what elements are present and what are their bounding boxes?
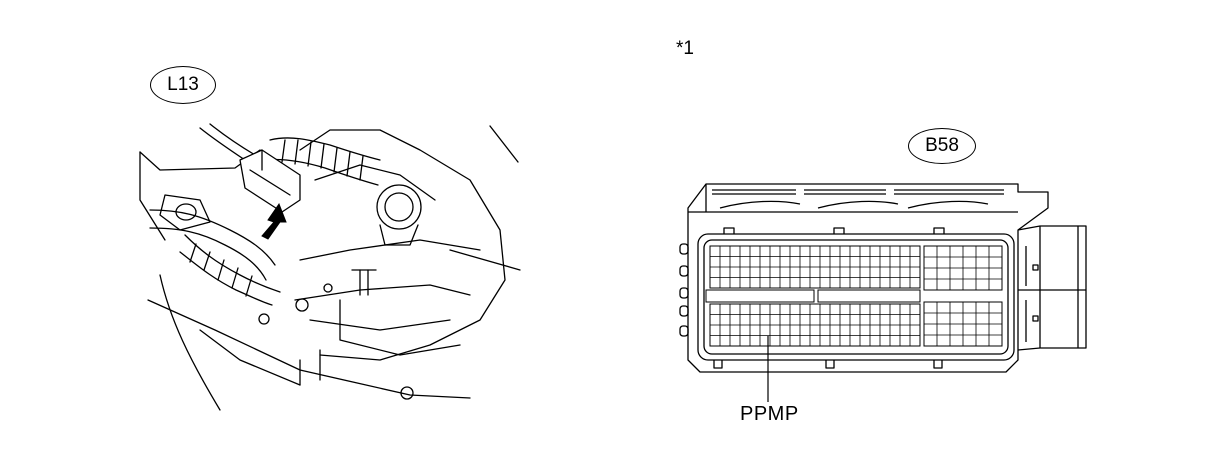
connector-code-l13: L13 xyxy=(150,66,216,104)
connector-code-b58-text: B58 xyxy=(925,135,959,156)
connector-code-l13-text: L13 xyxy=(167,74,199,95)
terminal-label-ppmp: PPMP xyxy=(740,403,799,425)
connector-code-b58: B58 xyxy=(908,128,976,164)
indicator-arrow xyxy=(261,202,287,240)
footnote-mark: *1 xyxy=(676,38,694,59)
